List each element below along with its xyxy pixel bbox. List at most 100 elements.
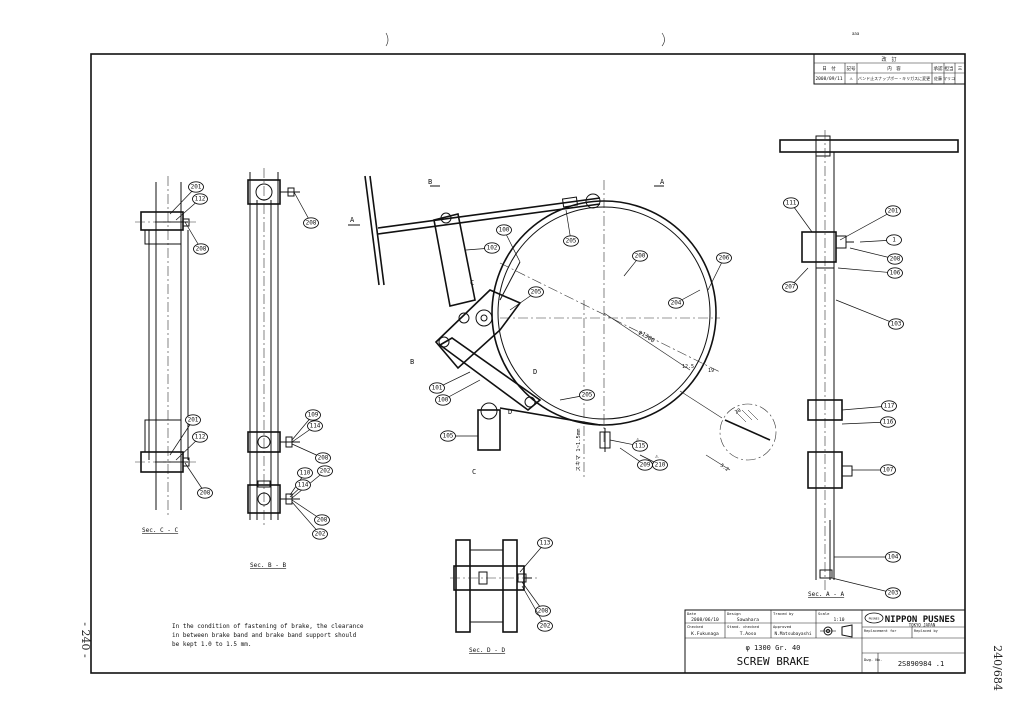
revision-header-charge: 担当 [945, 65, 954, 72]
balloon-label: 208 [200, 490, 211, 497]
page-number-left: - 240 - [79, 622, 92, 658]
part-balloon-107: 107 [852, 464, 896, 476]
balloon-shape [314, 514, 330, 526]
balloon-label: 204 [671, 300, 682, 307]
balloon-label: 114 [310, 423, 321, 430]
leader-line [291, 501, 321, 535]
tb-replaced-label: Replaced by [914, 629, 939, 633]
tb-company: NIPPON PUSNES [885, 615, 955, 625]
label-sec-bb: Sec. B - B [250, 562, 287, 569]
marker-b-top: B [428, 178, 432, 186]
tb-date-label: Date [687, 611, 697, 616]
part-balloon-100: 100 [435, 379, 481, 406]
marker-b-bottom: B [410, 358, 414, 366]
balloon-label: 105 [443, 433, 454, 440]
dim-clearance: スキマ 1~1.5mm [575, 428, 582, 472]
balloon-label: 100 [438, 397, 449, 404]
balloon-label: 208 [317, 517, 328, 524]
marker-d-top: D [533, 368, 537, 376]
part-balloon-106: 106 [837, 267, 903, 279]
balloon-shape [192, 193, 208, 205]
part-balloon-208: 208 [293, 191, 319, 229]
drawing-border [90, 53, 966, 674]
part-balloon-113: 113 [519, 537, 553, 573]
part-balloon-208: 208 [849, 247, 903, 265]
balloon-label: 100 [499, 227, 510, 234]
part-balloon-205: 205 [509, 286, 544, 311]
balloon-shape [303, 217, 319, 229]
balloon-label: 1 [892, 237, 896, 244]
tb-approved-label: Approved [773, 624, 791, 629]
page-number-right: 240/684 [991, 645, 1004, 691]
leader-line [519, 542, 546, 573]
tb-scale: 1:10 [833, 617, 844, 623]
revision-header-extra: 三 [958, 66, 963, 72]
balloon-label: 205 [566, 238, 577, 245]
part-balloon-116: 116 [841, 416, 896, 428]
leader-line [835, 299, 897, 325]
part-balloon-201: 201 [169, 414, 201, 456]
marker-c-bottom: C [472, 468, 476, 476]
balloon-shape [307, 420, 323, 432]
part-balloon-208: 208 [521, 581, 551, 617]
tb-traced-label: Traced by [773, 611, 794, 616]
balloon-shape [885, 205, 901, 217]
part-balloon-204: 204 [668, 289, 701, 309]
revision-header-content: 内 容 [887, 65, 901, 72]
leader-line [839, 210, 894, 241]
balloon-shape [297, 467, 313, 479]
scan-mark-left [385, 32, 389, 47]
svg-text:PUSNES: PUSNES [869, 617, 880, 621]
leader-line [169, 419, 194, 456]
balloon-label: 202 [540, 623, 551, 630]
marker-c-top: C [470, 279, 474, 287]
tb-dwg-label: Dwg. No. [864, 657, 882, 662]
balloon-label: 206 [719, 255, 730, 262]
balloon-shape [535, 605, 551, 617]
part-balloon-208: 208 [291, 499, 330, 526]
leader-line [831, 577, 894, 594]
balloon-label: 209 [640, 462, 651, 469]
dim-125: 12.5 [682, 364, 694, 370]
tb-replacement-label: Replacement for [864, 629, 897, 633]
part-balloon-103: 103 [835, 299, 904, 330]
balloon-shape [484, 242, 500, 254]
detail-circle [719, 403, 777, 461]
balloon-label: 202 [315, 531, 326, 538]
balloon-shape [782, 281, 798, 293]
warning-icon-2: ⚠ [655, 453, 659, 460]
part-balloon-205: 205 [563, 209, 579, 247]
brake-band-inner [497, 206, 711, 420]
part-balloon-209: 209 [619, 447, 653, 471]
note-line-2: in between brake band and brake band sup… [172, 632, 357, 639]
part-balloon-207: 207 [782, 267, 809, 293]
company-logo: PUSNES [864, 612, 884, 624]
balloon-label: 117 [884, 403, 895, 410]
balloon-label: 208 [538, 608, 549, 615]
balloon-label: 101 [432, 385, 443, 392]
balloon-shape [435, 394, 451, 406]
revision-header-mark: 記号 [847, 65, 856, 72]
revision-mark: ⚠ [849, 76, 852, 82]
balloon-shape [188, 181, 204, 193]
view-sec-cc: Sec. C - C [135, 176, 196, 534]
balloon-shape [887, 267, 903, 279]
balloon-shape [528, 286, 544, 298]
view-main: φ1300 12.5 19 A B A B C C D [348, 175, 777, 480]
balloon-label: 201 [191, 184, 202, 191]
balloon-label: 107 [883, 467, 894, 474]
tb-stand-label: Stand. checked [727, 624, 759, 629]
balloon-shape [885, 551, 901, 563]
revision-table: 改 訂 日 付 記号 内 容 承認 担当 三 2008/09/11 ⚠ バンド止… [813, 53, 966, 85]
part-balloon-208: 208 [184, 462, 213, 499]
balloon-label: 210 [655, 462, 666, 469]
marker-a-right: A [660, 178, 665, 186]
part-balloon-117: 117 [841, 400, 897, 412]
balloon-shape [579, 389, 595, 401]
tb-stand: T.Aoso [740, 631, 757, 637]
part-balloon-102: 102 [465, 242, 500, 254]
view-sec-bb: Sec. B - B [247, 168, 300, 569]
part-balloon-115: 115 [609, 439, 648, 452]
balloon-shape [716, 252, 732, 264]
